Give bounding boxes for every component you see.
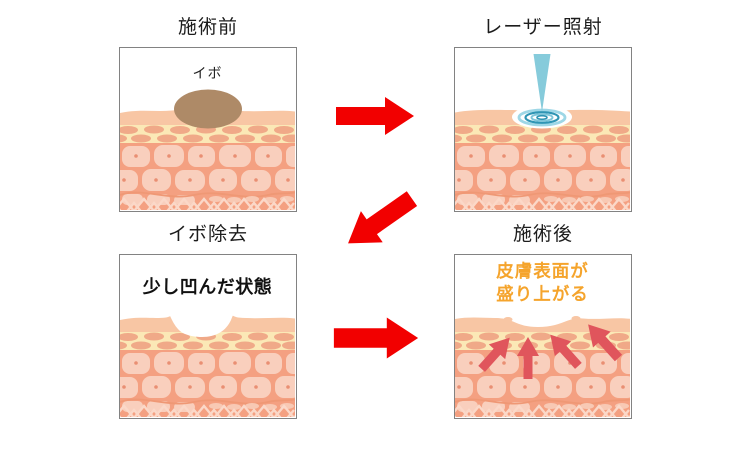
skin-illustration-before: [120, 89, 295, 210]
epidermis-layer: [455, 317, 630, 332]
panel-laser: [454, 47, 632, 212]
panel-title-laser: レーザー照射: [483, 17, 603, 38]
panel-title-after: 施術後: [512, 224, 573, 245]
wart-label: イボ: [192, 65, 223, 81]
regrowth-annotation-line2: 盛り上がる: [496, 284, 589, 304]
panel-title-before: 施術前: [177, 17, 238, 38]
panel-after: 皮膚表面が 盛り上がる: [454, 254, 632, 419]
panel-title-removed: イボ除去: [167, 224, 248, 245]
regrowth-annotation-line1: 皮膚表面が: [496, 261, 589, 281]
laser-beam: [533, 54, 551, 112]
skin-crater: [168, 307, 235, 337]
skin-bump: [571, 316, 581, 321]
skin-bump: [503, 317, 513, 322]
wart: [174, 89, 242, 129]
skin-illustration-laser: [455, 54, 630, 210]
panel-removed: 少し凹んだ状態: [119, 254, 297, 419]
skin-illustration-after: [455, 316, 630, 417]
panel-before: イボ: [119, 47, 297, 212]
flow-arrow-step2: [337, 190, 423, 252]
regrowth-annotation: 皮膚表面が 盛り上がる: [455, 260, 630, 306]
flow-arrow-step3: [333, 317, 419, 359]
laser-ripple: [517, 108, 567, 127]
dent-annotation: 少し凹んだ状態: [142, 277, 273, 297]
flow-arrow-step1: [336, 97, 414, 135]
skin-illustration-removed: [120, 307, 295, 417]
